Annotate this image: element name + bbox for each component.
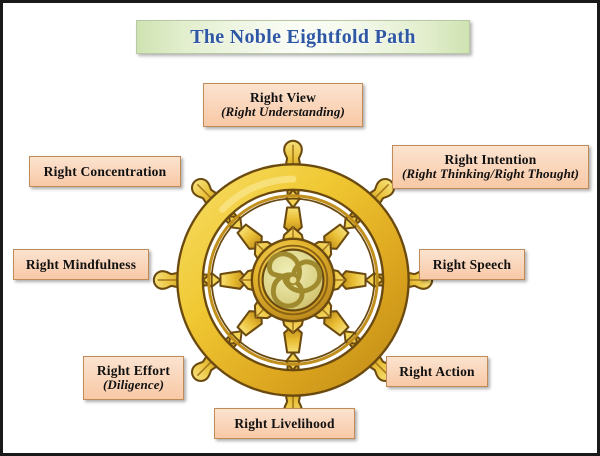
- label-right-livelihood[interactable]: Right Livelihood: [214, 408, 355, 439]
- dharmachakra-wheel-icon: [145, 133, 441, 427]
- label-right-concentration[interactable]: Right Concentration: [29, 156, 181, 187]
- label-right-effort-main: Right Effort: [96, 363, 171, 379]
- label-right-action[interactable]: Right Action: [386, 356, 488, 387]
- label-right-effort[interactable]: Right Effort (Diligence): [83, 356, 184, 400]
- label-right-livelihood-main: Right Livelihood: [234, 415, 335, 431]
- label-right-effort-sub: (Diligence): [102, 377, 165, 393]
- title-banner: The Noble Eightfold Path: [136, 20, 470, 54]
- label-right-view[interactable]: Right View (Right Understanding): [203, 83, 363, 127]
- wheel-rim: [176, 163, 410, 397]
- label-right-speech-main: Right Speech: [432, 256, 512, 272]
- label-right-view-sub: (Right Understanding): [221, 104, 345, 120]
- label-right-intention[interactable]: Right Intention (Right Thinking/Right Th…: [392, 145, 589, 189]
- label-right-mindfulness-main: Right Mindfulness: [25, 256, 137, 272]
- triskelion-spiral-icon: [267, 251, 323, 309]
- label-right-intention-main: Right Intention: [444, 152, 537, 168]
- label-right-view-main: Right View: [249, 90, 317, 106]
- label-right-concentration-main: Right Concentration: [43, 163, 167, 179]
- label-right-action-main: Right Action: [399, 363, 475, 379]
- label-right-speech[interactable]: Right Speech: [419, 249, 525, 280]
- wheel-hub: [250, 237, 336, 323]
- label-right-intention-sub: (Right Thinking/Right Thought): [401, 166, 580, 182]
- page-title: The Noble Eightfold Path: [190, 25, 416, 48]
- label-right-mindfulness[interactable]: Right Mindfulness: [13, 249, 149, 280]
